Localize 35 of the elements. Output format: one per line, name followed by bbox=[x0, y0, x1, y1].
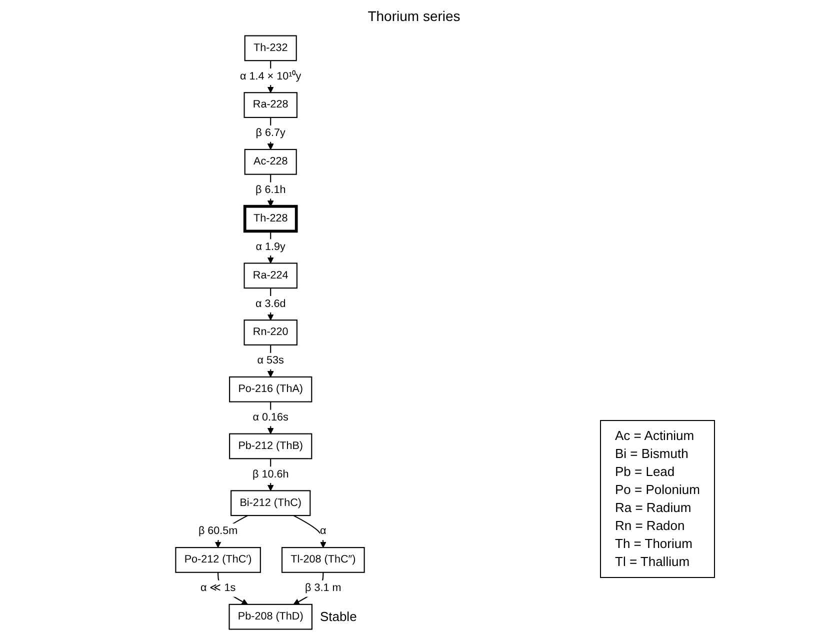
edge-label: β 3.1 m bbox=[305, 582, 342, 594]
node-box: Po-216 (ThA) bbox=[229, 376, 312, 402]
node-box: Ra-228 bbox=[244, 92, 298, 118]
key-entry: Bi = Bismuth bbox=[615, 445, 690, 463]
edge-label: α bbox=[320, 524, 326, 538]
node-box: Tl-208 (ThC″) bbox=[281, 547, 365, 573]
edge-label: β 6.7y bbox=[256, 126, 286, 140]
node-box: Po-212 (ThC′) bbox=[175, 547, 261, 573]
node-box: Rn-220 bbox=[244, 320, 298, 346]
edge-label: β 10.6h bbox=[252, 468, 289, 480]
node-box: Pb-212 (ThB) bbox=[229, 433, 312, 460]
edge-label: α 3.6d bbox=[255, 297, 286, 310]
key-entry: Ra = Radium bbox=[615, 499, 692, 517]
node-box: Ac-228 bbox=[244, 148, 297, 175]
node-box: Pb-208 (ThD) bbox=[228, 604, 312, 630]
key-entry: Tl = Thallium bbox=[615, 553, 691, 571]
key-entry: Pb = Lead bbox=[615, 463, 676, 481]
key-entry: Ac = Actinium bbox=[615, 427, 696, 445]
arrow bbox=[293, 515, 326, 548]
edge-label: β 60.5m bbox=[198, 524, 238, 538]
node-box: Th-228 bbox=[243, 204, 298, 233]
node-box: Th-232 bbox=[244, 35, 297, 62]
node-box: Bi-212 (ThC) bbox=[230, 490, 311, 516]
diagram-title: Thorium series bbox=[366, 8, 462, 24]
edge-label: α 53s bbox=[257, 354, 284, 367]
edge-label: α 0.16s bbox=[252, 411, 288, 424]
edge-label: α ≪ 1s bbox=[200, 582, 236, 594]
edge-label: α 1.4 × 10¹⁰y bbox=[240, 70, 302, 82]
node-note: Stable bbox=[320, 608, 357, 624]
edge-label: β 6.1h bbox=[255, 184, 286, 196]
key-entry: Rn = Radon bbox=[615, 517, 686, 535]
key-entry: Th = Thorium bbox=[615, 535, 694, 553]
key-entry: Po = Polonium bbox=[615, 481, 700, 499]
edge-label: α 1.9y bbox=[256, 240, 286, 253]
node-box: Ra-224 bbox=[244, 262, 298, 289]
